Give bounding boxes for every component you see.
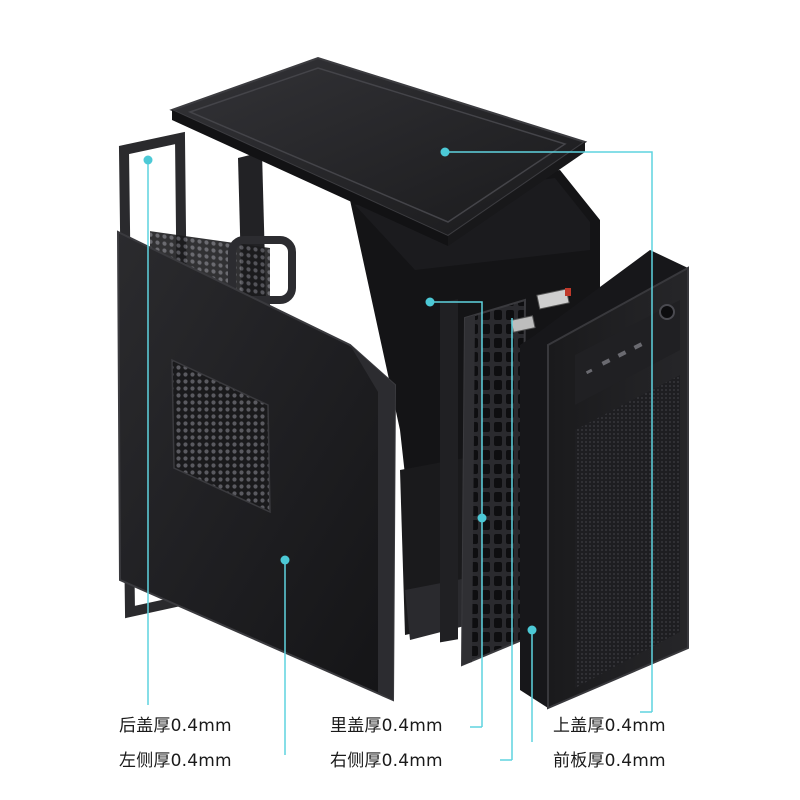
front-panel — [520, 250, 689, 710]
callout-dot-right-side — [477, 513, 487, 523]
callout-dot-back-cover — [143, 155, 153, 165]
callout-line-top-cover — [445, 151, 653, 712]
callout-terminals — [470, 711, 652, 761]
callout-line-inner-cover — [430, 301, 483, 727]
callout-lines — [147, 151, 653, 760]
label-right-side: 右侧厚0.4mm — [330, 751, 443, 771]
callout-dot-inner-cover — [425, 297, 435, 307]
callout-dot-front-panel — [527, 625, 537, 635]
label-front-panel: 前板厚0.4mm — [553, 751, 666, 771]
label-inner-cover: 里盖厚0.4mm — [330, 716, 443, 736]
top-cover — [169, 56, 588, 246]
callout-dot-left-side — [280, 555, 290, 565]
left-side-panel — [116, 230, 397, 702]
drive-bay — [510, 288, 571, 333]
label-top-cover: 上盖厚0.4mm — [553, 716, 666, 736]
callout-dots — [143, 147, 537, 635]
callout-dot-top-cover — [440, 147, 450, 157]
label-back-cover: 后盖厚0.4mm — [119, 716, 232, 736]
label-left-side: 左侧厚0.4mm — [119, 751, 232, 771]
right-side-panel — [460, 298, 527, 667]
